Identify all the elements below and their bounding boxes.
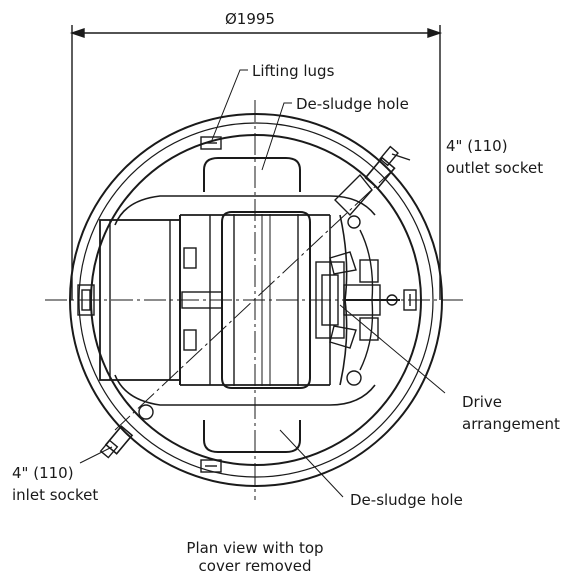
inlet-socket-label-line2: inlet socket bbox=[12, 486, 99, 504]
drive-assembly bbox=[315, 251, 400, 349]
caption-line1: Plan view with top bbox=[186, 539, 324, 557]
desludge-hole-bottom-label: De-sludge hole bbox=[350, 491, 463, 509]
centre-lines bbox=[45, 100, 465, 500]
outlet-socket-label-line1: 4" (110) bbox=[446, 137, 508, 155]
left-drum bbox=[99, 215, 181, 385]
dimension-label: Ø1995 bbox=[225, 10, 275, 28]
outlet-socket-label-line2: outlet socket bbox=[446, 159, 544, 177]
inlet-socket bbox=[99, 404, 154, 459]
lifting-lug-top bbox=[200, 136, 222, 150]
desludge-hole-top-label: De-sludge hole bbox=[296, 95, 409, 113]
inlet-socket-label-line1: 4" (110) bbox=[12, 464, 74, 482]
right-chute bbox=[334, 173, 374, 386]
drive-label-line2: arrangement bbox=[462, 415, 560, 433]
drive-label-line1: Drive bbox=[462, 393, 502, 411]
desludge-hole-top bbox=[203, 157, 301, 192]
central-drum bbox=[221, 211, 311, 389]
tank-shell bbox=[69, 113, 443, 487]
lifting-lug-left bbox=[77, 284, 95, 316]
desludge-hole-bottom bbox=[203, 420, 301, 453]
lifting-lugs-label: Lifting lugs bbox=[252, 62, 335, 80]
diameter-dimension bbox=[69, 25, 443, 300]
caption-line2: cover removed bbox=[198, 557, 312, 575]
lifting-lug-right bbox=[403, 289, 417, 311]
outlet-socket bbox=[364, 145, 411, 190]
inner-baffle bbox=[114, 195, 376, 226]
leader-lines bbox=[79, 69, 446, 498]
lifting-lug-bottom bbox=[200, 459, 222, 473]
frame bbox=[180, 214, 331, 386]
